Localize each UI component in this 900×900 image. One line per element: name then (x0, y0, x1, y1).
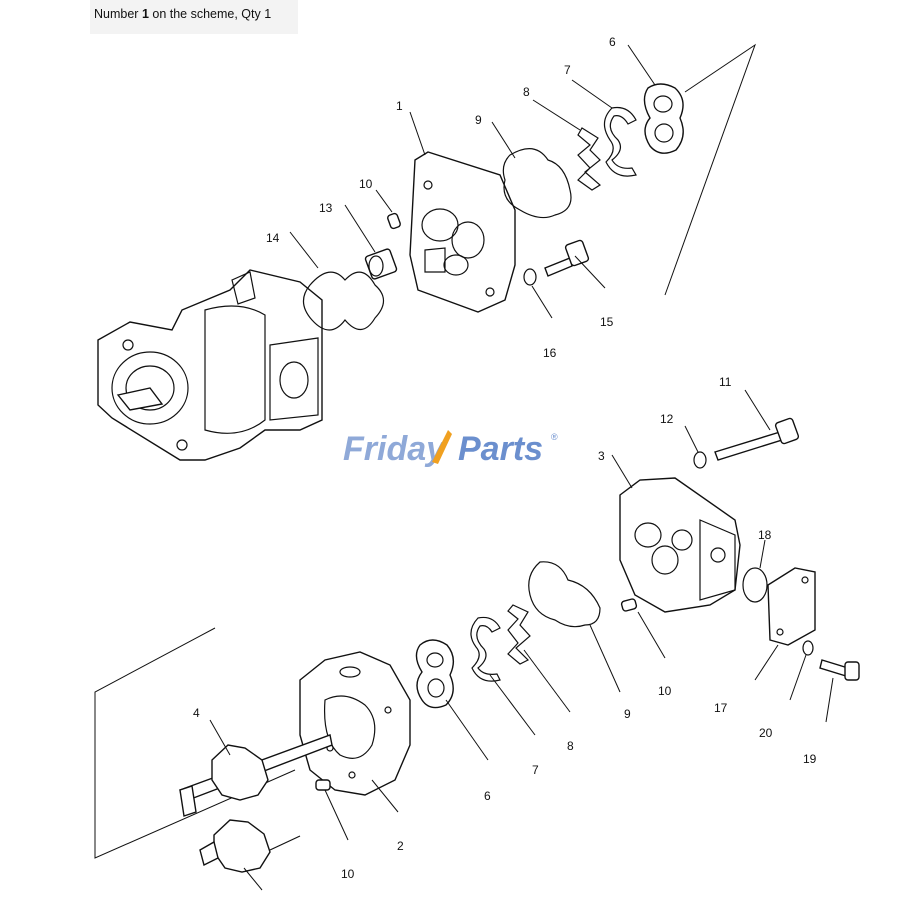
guide-lines (94, 43, 756, 859)
callout-2: 2 (397, 839, 404, 853)
callout-13: 13 (319, 201, 333, 215)
caption-prefix: Number (94, 7, 142, 21)
callout-18: 18 (758, 528, 772, 542)
callout-3: 3 (598, 449, 605, 463)
callout-16: 16 (543, 346, 557, 360)
part-7-backup-ring-upper (603, 106, 637, 177)
callout-6-upper: 6 (609, 35, 616, 49)
callout-11: 11 (719, 375, 732, 389)
part-2-gear-housing (299, 651, 411, 796)
part-10-dowel-lower (315, 779, 331, 791)
callout-7-lower: 7 (532, 763, 539, 777)
part-1-cover-plate (409, 151, 516, 313)
callout-4: 4 (193, 706, 200, 720)
callout-6-lower: 6 (484, 789, 491, 803)
part-19-bolt (819, 659, 860, 681)
callout-1: 1 (396, 99, 403, 113)
part-16-washer (523, 268, 537, 286)
part-7-backup-ring-lower (470, 616, 501, 682)
part-20-washer (802, 640, 814, 656)
part-8-seal-lower (507, 604, 531, 665)
part-3-housing (619, 477, 741, 613)
part-12-washer (693, 451, 707, 469)
part-10-dowel-mid (620, 598, 638, 612)
callout-9-lower: 9 (624, 707, 631, 721)
pump-assembly (97, 269, 323, 461)
part-9-gasket-lower (528, 561, 601, 628)
part-11-long-bolt (714, 417, 800, 461)
caption-suffix: on the scheme, Qty 1 (148, 7, 272, 21)
callout-labels: 1 6 7 8 9 10 13 14 15 16 11 12 3 18 10 9… (193, 35, 817, 881)
callout-10-mid: 10 (658, 684, 672, 698)
callout-12: 12 (660, 412, 674, 426)
callout-17: 17 (714, 701, 728, 715)
leader-lines (209, 44, 834, 891)
callout-7-upper: 7 (564, 63, 571, 77)
callout-14: 14 (266, 231, 280, 245)
scheme-caption: Number 1 on the scheme, Qty 1 (90, 0, 298, 34)
part-6-plate-upper (643, 83, 684, 154)
callout-20: 20 (759, 726, 773, 740)
watermark-brand-a: Friday (343, 430, 447, 468)
callout-15: 15 (600, 315, 614, 329)
callout-10-upper: 10 (359, 177, 373, 191)
callout-10-lower: 10 (341, 867, 355, 881)
part-9-gasket-upper (502, 148, 572, 219)
callout-19: 19 (803, 752, 817, 766)
part-8-seal-upper (577, 127, 602, 191)
watermark-brand-b: Parts (458, 430, 543, 468)
watermark-accent (432, 430, 452, 464)
fridayparts-watermark: Friday Parts ® (343, 430, 558, 468)
part-13-bushing (364, 248, 398, 280)
watermark-registered-mark: ® (551, 432, 558, 442)
callout-9-upper: 9 (475, 113, 482, 127)
part-6-plate-lower (415, 639, 455, 709)
callout-8-upper: 8 (523, 85, 530, 99)
part-15-bolt (544, 239, 590, 277)
part-4-gears (179, 734, 333, 873)
part-17-cover (767, 567, 816, 646)
part-14-oring (302, 271, 385, 331)
part-10-dowel-upper (387, 212, 401, 230)
part-18-oring (742, 567, 768, 603)
caption-number: 1 (141, 7, 149, 21)
callout-8-lower: 8 (567, 739, 574, 753)
